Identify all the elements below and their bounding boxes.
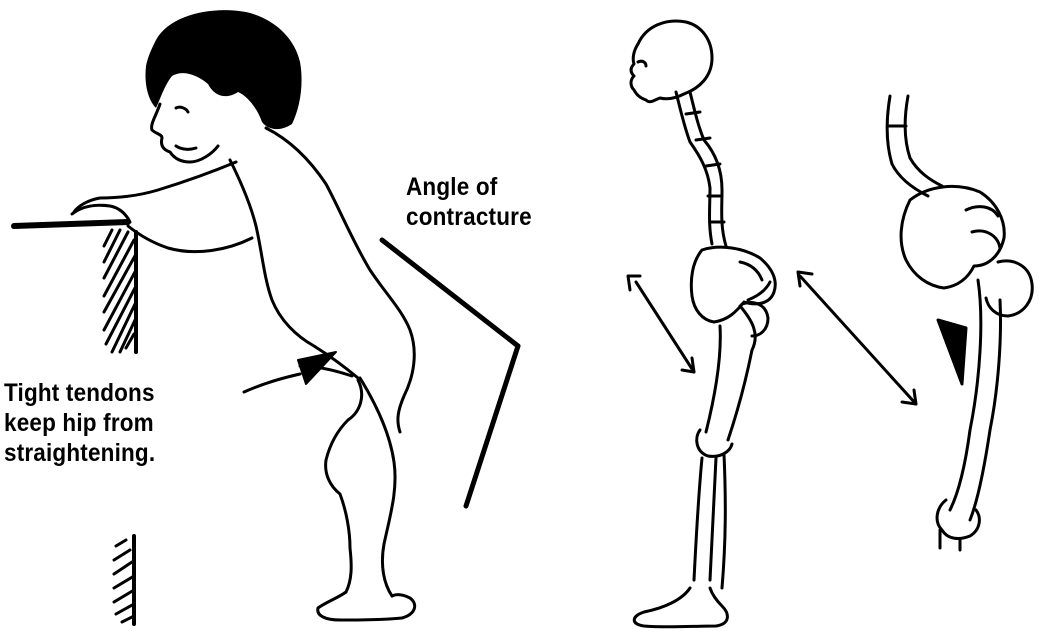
skeleton-right-tension-arrow xyxy=(798,272,916,404)
lower-leg xyxy=(694,454,725,588)
child-mouth xyxy=(176,146,196,149)
pelvis-right xyxy=(901,186,1004,288)
skeleton-left-tension-arrow xyxy=(628,276,694,372)
child-arm-lower xyxy=(128,226,252,252)
tendon-arrowhead xyxy=(298,352,336,384)
skull-eye xyxy=(638,61,646,66)
knee xyxy=(697,430,732,456)
table-leg-hatching xyxy=(104,230,136,352)
child-buttock xyxy=(326,380,362,592)
femur-right-end xyxy=(937,500,979,538)
skeleton-left xyxy=(631,21,775,627)
tendons-label-line-3: straightening. xyxy=(4,438,155,468)
tight-tendons-label: Tight tendons keep hip from straightenin… xyxy=(4,378,155,468)
child-chest xyxy=(230,160,358,378)
pelvis-right-detail xyxy=(966,207,1000,248)
pelvis xyxy=(691,247,775,322)
angle-label-line-2: contracture xyxy=(406,202,532,232)
angle-indicator xyxy=(382,240,518,506)
table-top xyxy=(14,222,128,226)
child-thigh-front xyxy=(360,378,395,596)
table-leg-lower-hatching xyxy=(114,536,134,624)
child-foot xyxy=(318,592,415,620)
femur-right xyxy=(950,280,1001,520)
hip-right xyxy=(986,261,1032,316)
spine-right xyxy=(887,96,942,196)
femur xyxy=(706,306,755,440)
tendons-label-line-2: keep hip from xyxy=(4,408,155,438)
child-hair xyxy=(145,10,301,129)
skeleton-foot xyxy=(634,588,727,627)
angle-label-line-1: Angle of xyxy=(406,172,532,202)
angle-of-contracture-label: Angle of contracture xyxy=(406,172,532,232)
tendon-pointer xyxy=(244,352,336,392)
pelvis-detail xyxy=(740,262,770,300)
tendons-label-line-1: Tight tendons xyxy=(4,378,155,408)
child-figure xyxy=(72,10,415,620)
child-eye xyxy=(176,107,188,112)
child-back xyxy=(266,128,414,432)
child-face xyxy=(152,104,218,162)
tendon-band xyxy=(938,320,966,384)
skeleton-right xyxy=(887,96,1032,550)
arrowhead-top-right xyxy=(798,272,812,286)
